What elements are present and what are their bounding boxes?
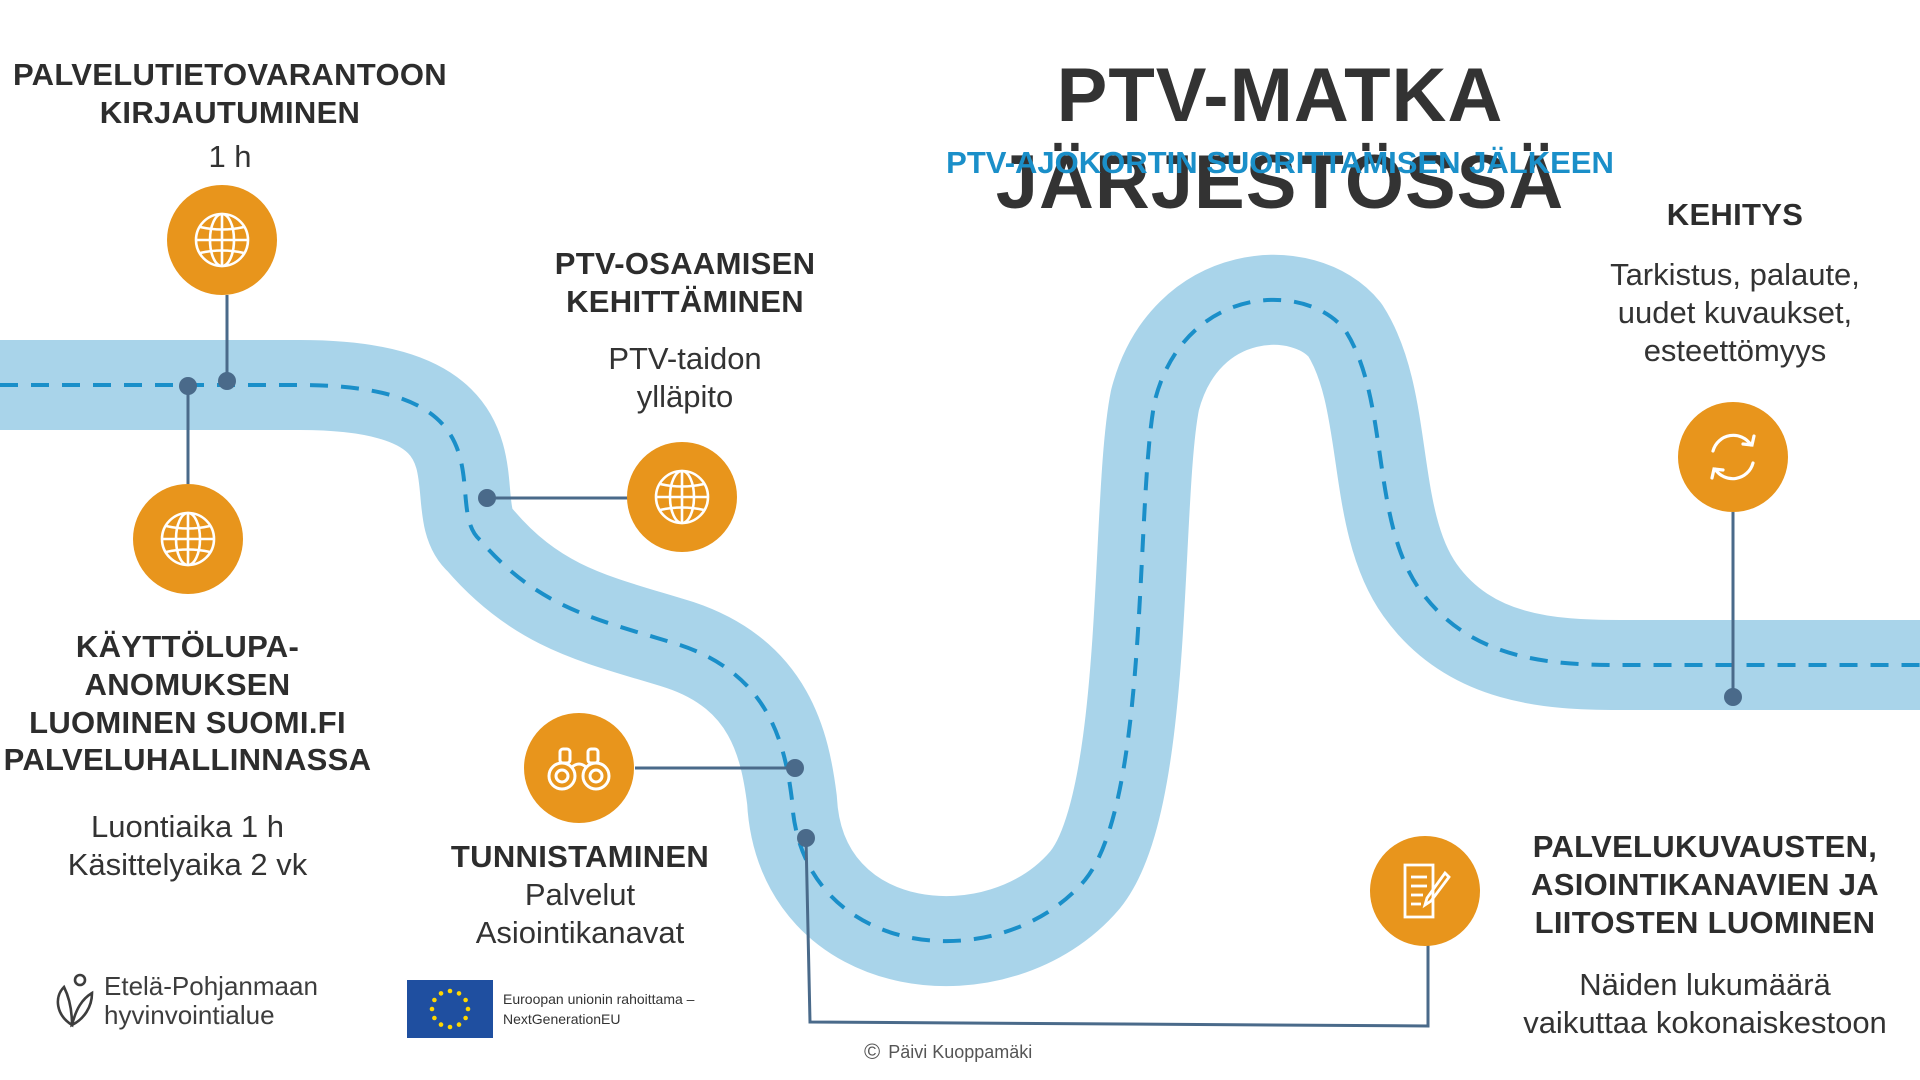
connector-create xyxy=(804,837,1430,1028)
refresh-arrows-icon xyxy=(1678,402,1788,512)
connector-dot-identify xyxy=(786,759,804,777)
globe-icon xyxy=(627,442,737,552)
org-name: Etelä-Pohjanmaan hyvinvointialue xyxy=(104,971,318,1030)
step-identify-heading: TUNNISTAMINEN xyxy=(450,839,710,874)
connector-dot-create xyxy=(797,829,815,847)
road-center-line xyxy=(0,297,1920,944)
org-logo: Etelä-Pohjanmaan hyvinvointialue xyxy=(50,972,318,1029)
connector-dot-permit xyxy=(179,377,197,395)
step-competence-detail: PTV-taidon ylläpito xyxy=(608,341,762,414)
connector-dot-develop xyxy=(1724,688,1742,706)
step-create-detail: Näiden lukumäärä vaikuttaa kokonaiskesto… xyxy=(1523,967,1887,1040)
step-competence-heading: PTV-OSAAMISEN KEHITTÄMINEN xyxy=(554,246,816,319)
step-login-detail: 1 h xyxy=(208,139,252,174)
connector-dot-login xyxy=(218,372,236,390)
author-name: Päivi Kuoppamäki xyxy=(888,1041,1033,1062)
eu-funding-logo: Euroopan unionin rahoittama – NextGenera… xyxy=(407,980,694,1038)
globe-icon xyxy=(133,484,243,594)
step-create-heading: PALVELUKUVAUSTEN, ASIOINTIKANAVIEN JA LI… xyxy=(1531,829,1879,940)
step-permit-detail: Luontiaika 1 h Käsittelyaika 2 vk xyxy=(67,809,308,882)
page-subtitle: PTV-AJOKORTIN SUORITTAMISEN JÄLKEEN xyxy=(946,145,1614,180)
copyright-icon: © xyxy=(864,1039,881,1064)
eu-flag-icon xyxy=(407,980,493,1038)
step-develop-heading: KEHITYS xyxy=(1666,197,1804,232)
leaf-person-icon xyxy=(56,973,94,1028)
copyright: © Päivi Kuoppamäki xyxy=(864,1039,1032,1065)
document-pen-icon xyxy=(1370,836,1480,946)
globe-icon xyxy=(167,185,277,295)
connector-dot-competence xyxy=(478,489,496,507)
step-login-heading: PALVELUTIETOVARANTOON KIRJAUTUMINEN xyxy=(12,57,447,130)
step-identify-detail: Palvelut Asiointikanavat xyxy=(475,877,685,950)
step-permit-heading: KÄYTTÖLUPA- ANOMUKSEN LUOMINEN SUOMI.FI … xyxy=(3,629,372,778)
step-develop-detail: Tarkistus, palaute, uudet kuvaukset, est… xyxy=(1610,257,1860,368)
page-title: PTV-MATKA JÄRJESTÖSSÄ xyxy=(995,53,1565,225)
binoculars-icon xyxy=(524,713,634,823)
eu-funding-text: Euroopan unionin rahoittama – NextGenera… xyxy=(503,990,695,1027)
